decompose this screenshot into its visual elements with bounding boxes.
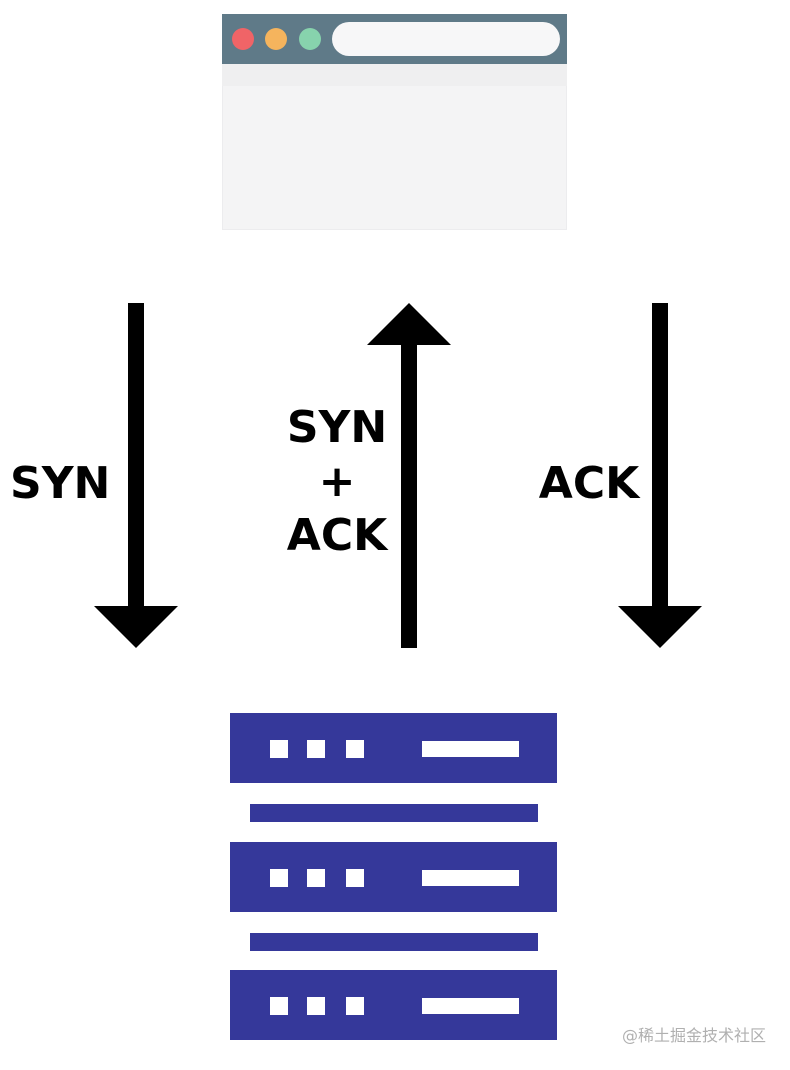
server-led: [346, 869, 364, 887]
browser-toolbar-strip: [222, 64, 567, 86]
watermark: @稀土掘金技术社区: [621, 1026, 766, 1045]
server-unit: [230, 713, 557, 783]
server-led: [270, 997, 288, 1015]
server-unit: [230, 970, 557, 1040]
server-led: [346, 740, 364, 758]
server-led: [307, 997, 325, 1015]
server-led: [307, 869, 325, 887]
server-slot: [422, 870, 519, 886]
address-bar: [332, 22, 560, 56]
browser-window-icon: [222, 14, 567, 230]
server-divider: [250, 933, 538, 951]
synack-arrow-head-icon: [367, 303, 451, 345]
server-led: [270, 740, 288, 758]
syn-arrow-shaft: [128, 303, 144, 609]
synack-label-ack: ACK: [286, 510, 388, 561]
server-led: [346, 997, 364, 1015]
server-led: [270, 869, 288, 887]
ack-label: ACK: [538, 458, 640, 509]
server-unit: [230, 842, 557, 912]
syn-arrow-head-icon: [94, 606, 178, 648]
browser-title-bar: [222, 14, 567, 64]
minimize-dot-icon: [265, 28, 287, 50]
ack-arrow-head-icon: [618, 606, 702, 648]
syn-label: SYN: [10, 458, 111, 509]
close-dot-icon: [232, 28, 254, 50]
synack-label-plus: +: [318, 456, 356, 507]
synack-arrow-shaft: [401, 343, 417, 648]
synack-label-syn: SYN: [286, 402, 388, 453]
maximize-dot-icon: [299, 28, 321, 50]
synack-label: SYN + ACK: [284, 401, 390, 563]
server-slot: [422, 741, 519, 757]
server-slot: [422, 998, 519, 1014]
server-divider: [250, 804, 538, 822]
server-led: [307, 740, 325, 758]
ack-arrow-shaft: [652, 303, 668, 609]
